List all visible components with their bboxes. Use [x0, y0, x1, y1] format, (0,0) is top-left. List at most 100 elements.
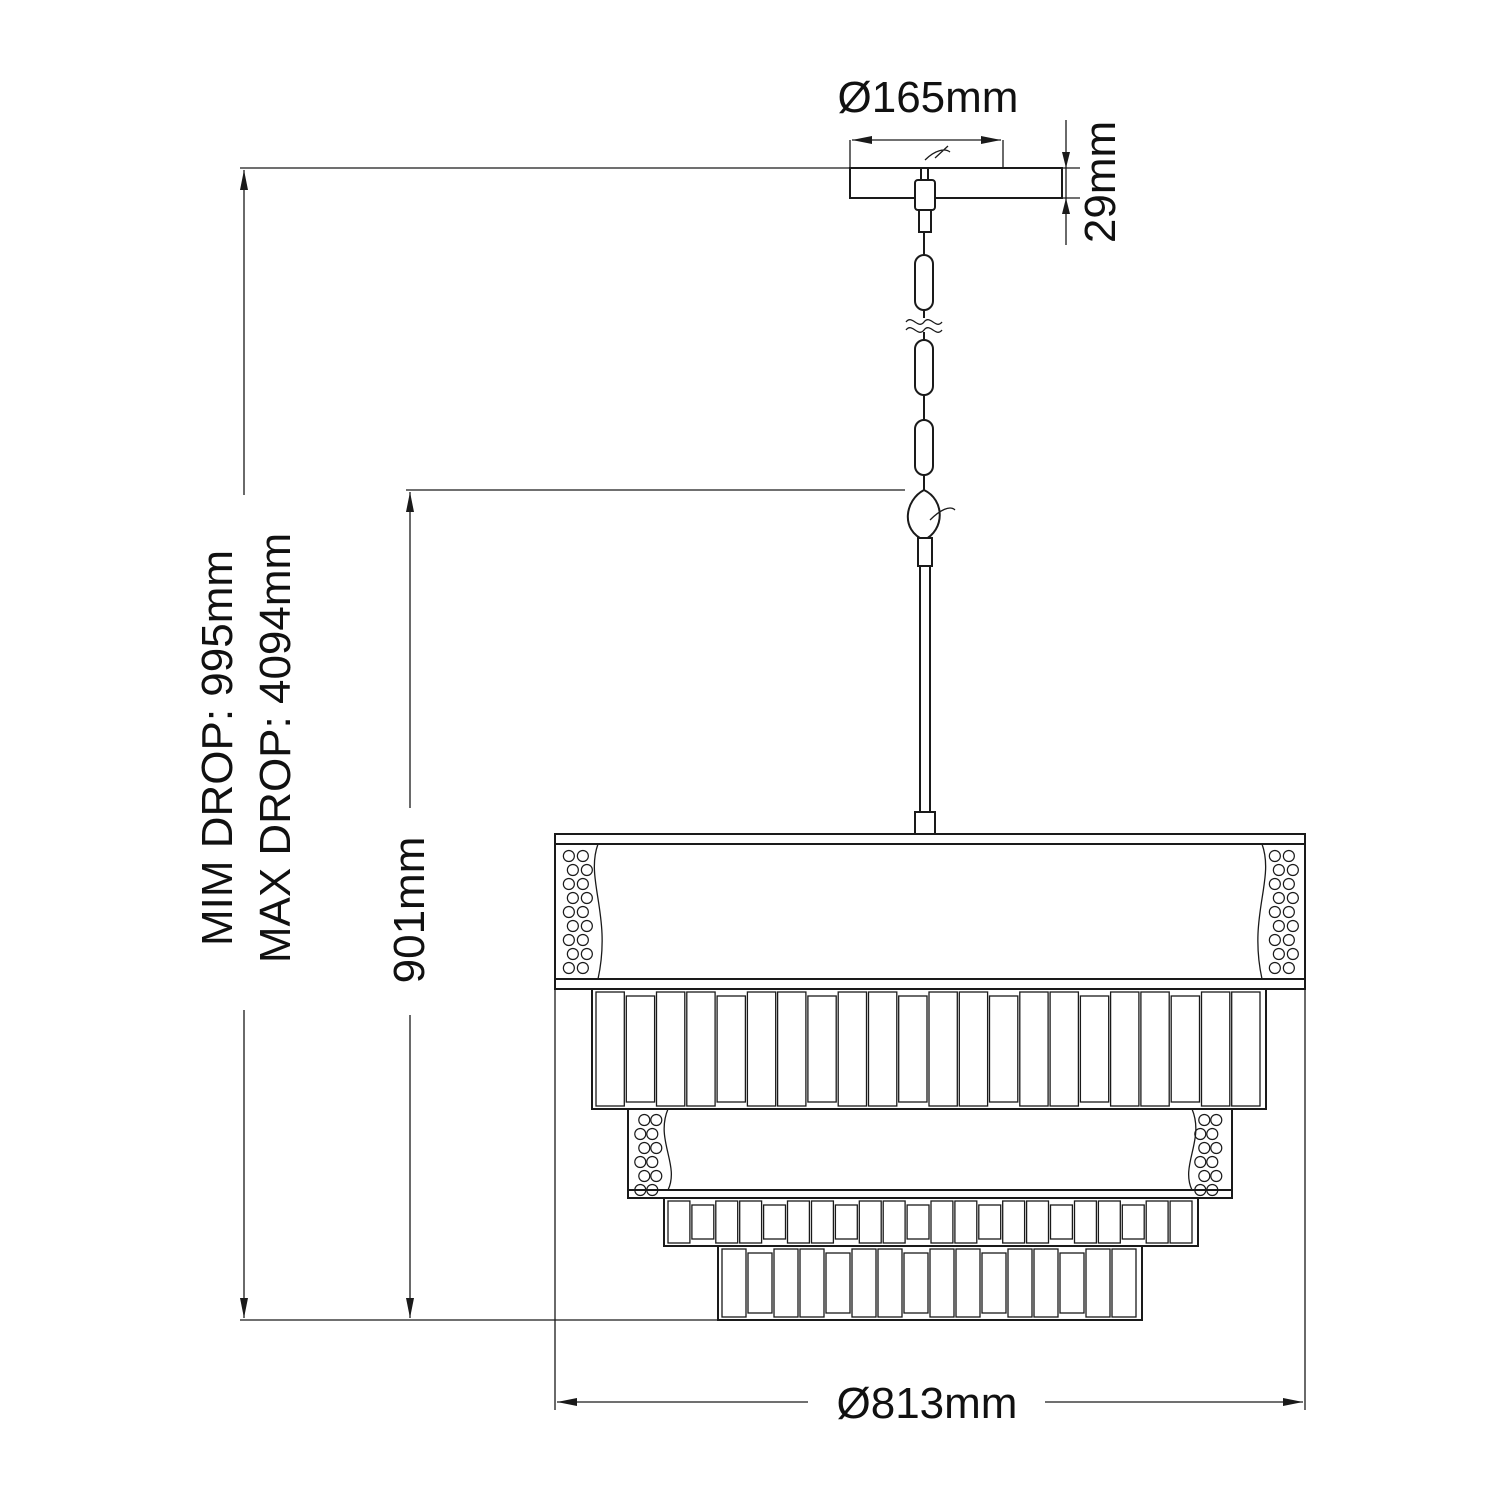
- crystal-prism: [1033, 1248, 1059, 1318]
- crystal-bead: [1206, 1183, 1219, 1197]
- crystal-prism: [1170, 995, 1201, 1103]
- crystal-prism: [810, 1200, 835, 1244]
- crystal-prism: [1121, 1204, 1145, 1240]
- crystal-bead: [1194, 1155, 1207, 1169]
- crystal-prism: [928, 991, 958, 1107]
- crystal-prism: [1200, 991, 1231, 1107]
- crystal-prism: [1002, 1200, 1026, 1244]
- crystal-prism: [1059, 1252, 1085, 1314]
- crystal-prism: [1111, 1248, 1137, 1318]
- crystal-bead: [566, 863, 579, 877]
- crystal-bead: [1282, 933, 1295, 947]
- canopy-diameter-dimension: Ø165mm: [838, 73, 1018, 144]
- crystal-prism: [1079, 995, 1110, 1103]
- crystal-bead: [562, 933, 575, 947]
- crystal-prism: [721, 1248, 747, 1318]
- crystal-bead: [566, 919, 579, 933]
- crystal-prism: [773, 1248, 799, 1318]
- crystal-prism: [595, 991, 625, 1107]
- crystal-bead: [634, 1155, 647, 1169]
- crystal-bead: [562, 877, 575, 891]
- crystal-bead: [1268, 961, 1281, 975]
- crystal-bead: [1198, 1113, 1211, 1127]
- crystal-bead: [634, 1183, 647, 1197]
- crystal-prism: [786, 1200, 811, 1244]
- crystal-prism: [858, 1200, 882, 1244]
- crystal-bead: [638, 1141, 651, 1155]
- crystal-bead: [1286, 863, 1299, 877]
- crystal-bead: [576, 905, 589, 919]
- crystal-bead: [650, 1141, 663, 1155]
- crystal-prism: [867, 991, 898, 1107]
- crystal-bead: [1198, 1141, 1211, 1155]
- crystal-prism: [851, 1248, 877, 1318]
- crystal-bead: [1268, 933, 1281, 947]
- crystal-prism: [1169, 1200, 1193, 1244]
- crystal-bead: [1210, 1141, 1223, 1155]
- crystal-bead: [1272, 947, 1285, 961]
- crystal-bead: [1268, 905, 1281, 919]
- suspension-chain: [905, 145, 956, 542]
- crystal-bead: [562, 905, 575, 919]
- crystal-bead: [1282, 877, 1295, 891]
- crystal-bead: [1210, 1113, 1223, 1127]
- crystal-prism: [716, 995, 747, 1103]
- crystal-prism: [1097, 1200, 1121, 1244]
- drop-dimension: MIM DROP: 995mm MAX DROP: 4094mm: [193, 167, 850, 1321]
- crystal-prism: [1109, 991, 1140, 1107]
- canopy-height-dimension: 29mm: [1062, 120, 1125, 245]
- crystal-prism: [898, 995, 928, 1103]
- crystal-bead: [562, 961, 575, 975]
- crystal-prism: [1025, 1200, 1050, 1244]
- crystal-prism: [691, 1204, 715, 1240]
- crystal-bead: [646, 1155, 659, 1169]
- crystal-bead: [1272, 891, 1285, 905]
- crystal-prism: [978, 1204, 1002, 1240]
- crystal-prism: [825, 1252, 851, 1314]
- crystal-prism: [625, 995, 656, 1103]
- crystal-bead: [650, 1169, 663, 1183]
- crystal-bead: [1286, 947, 1299, 961]
- crystal-prisms: [595, 991, 1261, 1318]
- crystal-bead: [562, 849, 575, 863]
- crystal-prism: [1049, 1204, 1074, 1240]
- crystal-bead: [1194, 1127, 1207, 1141]
- crystal-prism: [877, 1248, 903, 1318]
- crystal-prism: [762, 1204, 787, 1240]
- crystal-prism: [1145, 1200, 1169, 1244]
- crystal-bead: [1194, 1183, 1207, 1197]
- crystal-prism: [988, 995, 1019, 1103]
- crystal-bead: [566, 891, 579, 905]
- crystal-bead: [566, 947, 579, 961]
- crystal-prism: [746, 991, 777, 1107]
- crystal-prism: [807, 995, 837, 1103]
- crystal-bead: [638, 1113, 651, 1127]
- crystal-bead: [1286, 891, 1299, 905]
- crystal-prism: [1140, 991, 1170, 1107]
- body-diameter-dimension: Ø813mm: [554, 989, 1306, 1428]
- down-rod: [914, 537, 936, 835]
- crystal-prism: [958, 991, 989, 1107]
- crystal-prism: [1019, 991, 1049, 1107]
- crystal-bead: [576, 849, 589, 863]
- crystal-prism: [834, 1204, 858, 1240]
- crystal-prism: [747, 1252, 773, 1314]
- crystal-prism: [776, 991, 807, 1107]
- crystal-bead: [1206, 1155, 1219, 1169]
- max-drop-label: MAX DROP: 4094mm: [251, 533, 300, 963]
- crystal-bead: [1210, 1169, 1223, 1183]
- crystal-bead: [1272, 919, 1285, 933]
- body-height-label: 901mm: [385, 837, 434, 984]
- crystal-prism: [1085, 1248, 1111, 1318]
- body-height-dimension: 901mm: [385, 489, 905, 1318]
- crystal-prism: [799, 1248, 825, 1318]
- body-diameter-label: Ø813mm: [837, 1379, 1018, 1428]
- crystal-prism: [667, 1200, 691, 1244]
- crystal-bead: [1198, 1169, 1211, 1183]
- crystal-bead: [650, 1113, 663, 1127]
- crystal-prism: [930, 1200, 954, 1244]
- crystal-bead: [580, 947, 593, 961]
- crystal-bead: [634, 1127, 647, 1141]
- crystal-prism: [655, 991, 686, 1107]
